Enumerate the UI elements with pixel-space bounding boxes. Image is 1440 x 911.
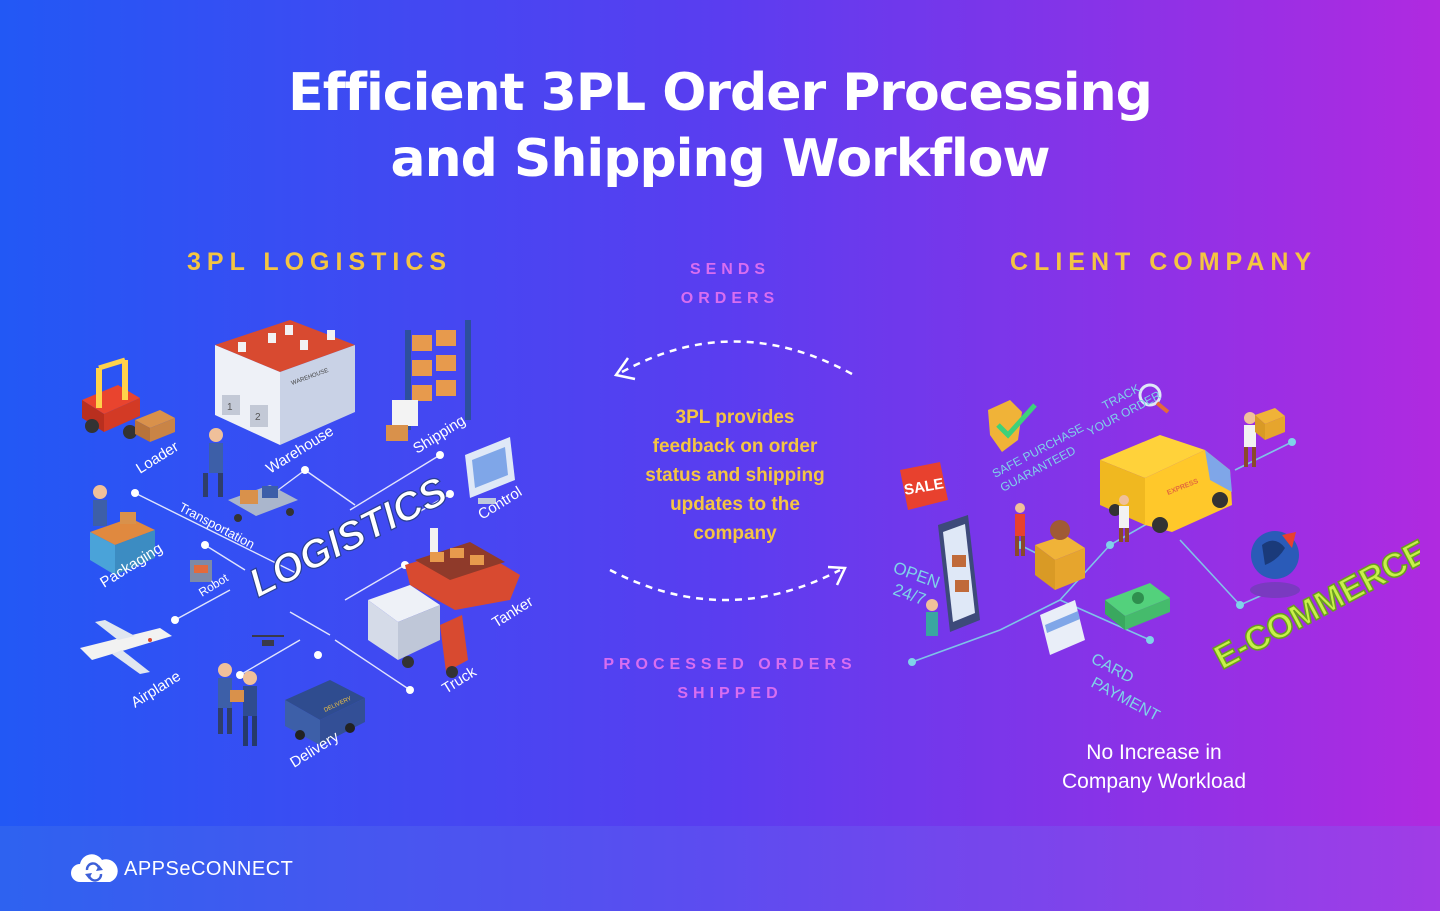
- label-airplane: Airplane: [128, 668, 184, 712]
- processed-orders-arrow: [609, 568, 841, 602]
- truck-icon: [368, 585, 468, 678]
- packaging-station-icon: [90, 485, 155, 575]
- label-shipping: Shipping: [410, 412, 469, 457]
- sale-tag-icon: SALE: [900, 462, 948, 510]
- van-worker-icon: [1119, 495, 1129, 542]
- logistics-connectors: [134, 454, 451, 691]
- yellow-van-icon: EXPRESS: [1100, 435, 1232, 533]
- footer-bar: APPSeCONNECT: [0, 826, 1440, 911]
- workload-note: No Increase in Company Workload: [1061, 741, 1247, 793]
- brand-name: APPSeCONNECT: [124, 857, 294, 880]
- cloud-icon: [71, 854, 118, 882]
- shield-icon: [988, 400, 1037, 452]
- page-title: Efficient 3PL Order Processing and Shipp…: [0, 60, 1440, 192]
- feedback-text: 3PL provides feedback on order status an…: [645, 407, 825, 544]
- courier-icon: [1244, 408, 1285, 467]
- sends-orders-label: SENDS ORDERS: [680, 261, 780, 307]
- processed-orders-arrowhead: [827, 565, 847, 586]
- smartphone-icon: [926, 515, 980, 636]
- flow-arrows: [609, 340, 853, 602]
- title-line-2: and Shipping Workflow: [390, 129, 1050, 189]
- gift-box-icon: [1035, 520, 1085, 590]
- sale-tag-label: SALE: [903, 475, 945, 499]
- tanker-ship-icon: [405, 528, 520, 610]
- magnifier-icon: [1138, 383, 1170, 414]
- robot-icon: [190, 560, 212, 582]
- warehouse-icon: 1 2 WAREHOUSE: [215, 320, 355, 445]
- delivery-people-icon: [218, 663, 257, 746]
- ecommerce-illustration: SALE: [891, 381, 1420, 725]
- sends-orders-arrow: [621, 340, 853, 376]
- forklift-icon: [82, 357, 175, 442]
- title-line-1: Efficient 3PL Order Processing: [288, 63, 1153, 123]
- warehouse-door-2-label: 2: [255, 412, 261, 423]
- processed-orders-label: PROCESSED ORDERS SHIPPED: [603, 656, 857, 702]
- control-station-icon: [465, 437, 515, 504]
- label-truck: Truck: [439, 663, 480, 697]
- sends-orders-arrowhead: [613, 357, 636, 381]
- credit-card-icon: [1040, 600, 1085, 655]
- money-stack-icon: [1105, 583, 1170, 630]
- airplane-icon: [80, 620, 172, 674]
- drone-icon: [252, 635, 284, 646]
- trolley-worker-icon: [203, 428, 298, 522]
- customer-figure-icon: [1015, 503, 1025, 556]
- logistics-illustration: 1 2 WAREHOUSE: [80, 320, 536, 771]
- warehouse-door-1-label: 1: [227, 402, 233, 413]
- shelving-icon: [386, 320, 471, 441]
- right-section-heading: CLIENT COMPANY: [1010, 248, 1318, 276]
- globe-icon: [1250, 531, 1300, 598]
- connector-dots: [131, 451, 454, 694]
- left-section-heading: 3PL LOGISTICS: [187, 248, 453, 276]
- delivery-van-icon: DELIVERY: [285, 680, 365, 745]
- brand-logo[interactable]: APPSeCONNECT: [70, 854, 293, 884]
- label-loader: Loader: [133, 438, 182, 477]
